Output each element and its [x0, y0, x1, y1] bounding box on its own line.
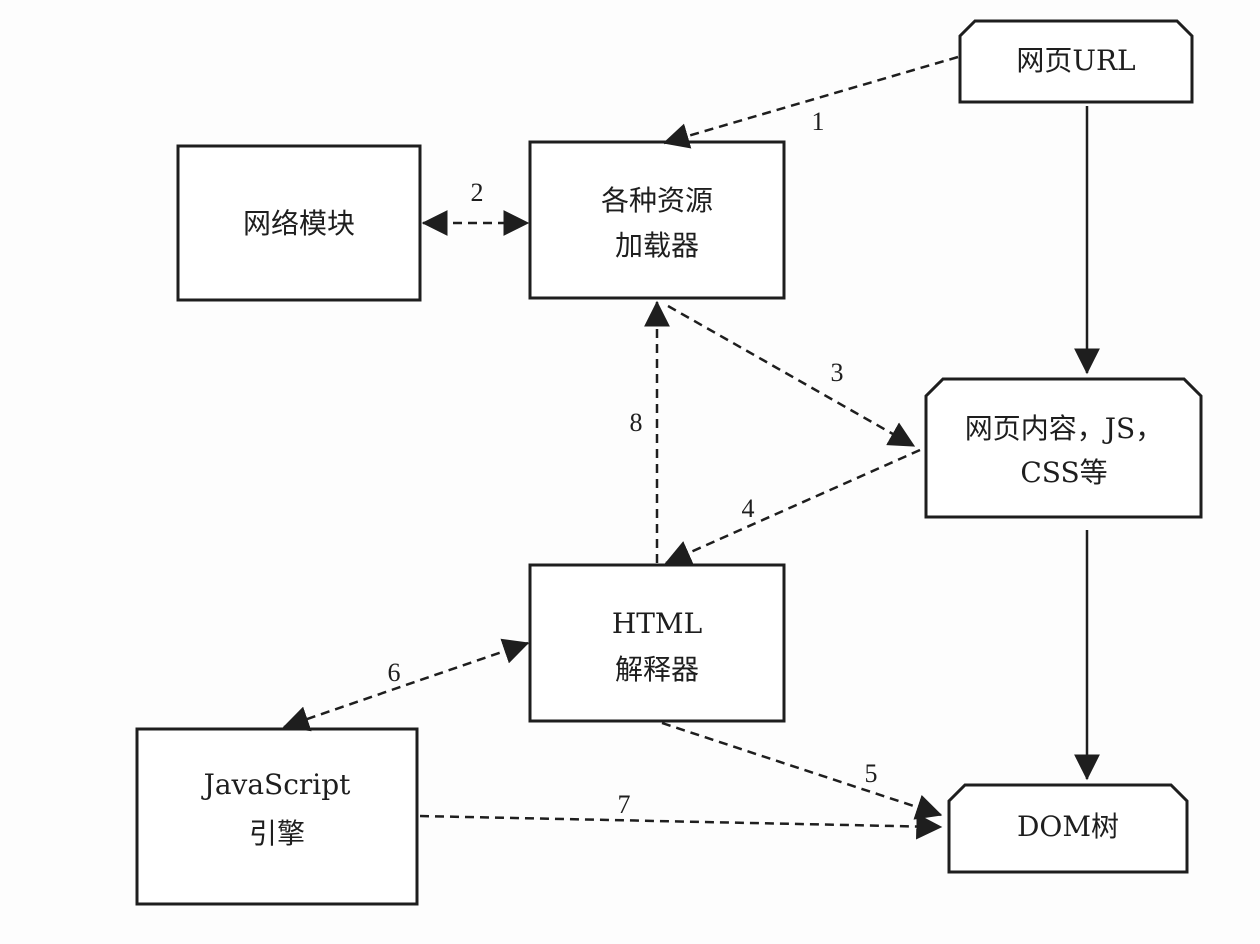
- javascript-engine-label-line2: 引擎: [249, 817, 305, 850]
- edge-7: 7: [419, 790, 943, 840]
- resource-loader-node: 各种资源 加载器: [528, 140, 786, 300]
- edge-4: 4: [664, 448, 921, 565]
- javascript-engine-node: JavaScript 引擎: [135, 727, 419, 906]
- edge-5-label: 5: [865, 759, 878, 788]
- html-parser-label-line2: 解释器: [615, 653, 699, 686]
- url-node: 网页URL: [958, 19, 1194, 104]
- edge-3: 3: [667, 304, 916, 448]
- page-content-label-line2: CSS等: [1020, 456, 1107, 489]
- dom-tree-label: DOM树: [1017, 810, 1119, 843]
- network-module-label: 网络模块: [243, 207, 355, 240]
- edge-7-label: 7: [618, 790, 631, 819]
- resource-loader-label-line1: 各种资源: [601, 184, 713, 217]
- edge-6-label: 6: [388, 658, 401, 687]
- edge-2: 2: [421, 178, 530, 236]
- dom-tree-node: DOM树: [947, 783, 1189, 874]
- edge-8-label: 8: [630, 408, 643, 437]
- edge-8: 8: [630, 300, 670, 563]
- html-parser-label-line1: HTML: [612, 607, 702, 640]
- edge-3-label: 3: [831, 358, 844, 387]
- edge-4-label: 4: [742, 494, 755, 523]
- edge-6: 6: [282, 638, 530, 732]
- edge-2-label: 2: [471, 178, 484, 207]
- page-content-node: 网页内容，JS， CSS等: [924, 377, 1203, 519]
- page-content-label-line1: 网页内容，JS，: [965, 412, 1163, 445]
- resource-loader-label-line2: 加载器: [615, 229, 699, 262]
- html-parser-node: HTML 解释器: [528, 563, 786, 723]
- url-label: 网页URL: [1016, 44, 1135, 77]
- network-module-node: 网络模块: [176, 144, 422, 302]
- javascript-engine-label-line1: JavaScript: [201, 768, 352, 801]
- edge-1: 1: [662, 55, 959, 149]
- edge-5: 5: [661, 721, 943, 820]
- edge-1-label: 1: [812, 107, 825, 136]
